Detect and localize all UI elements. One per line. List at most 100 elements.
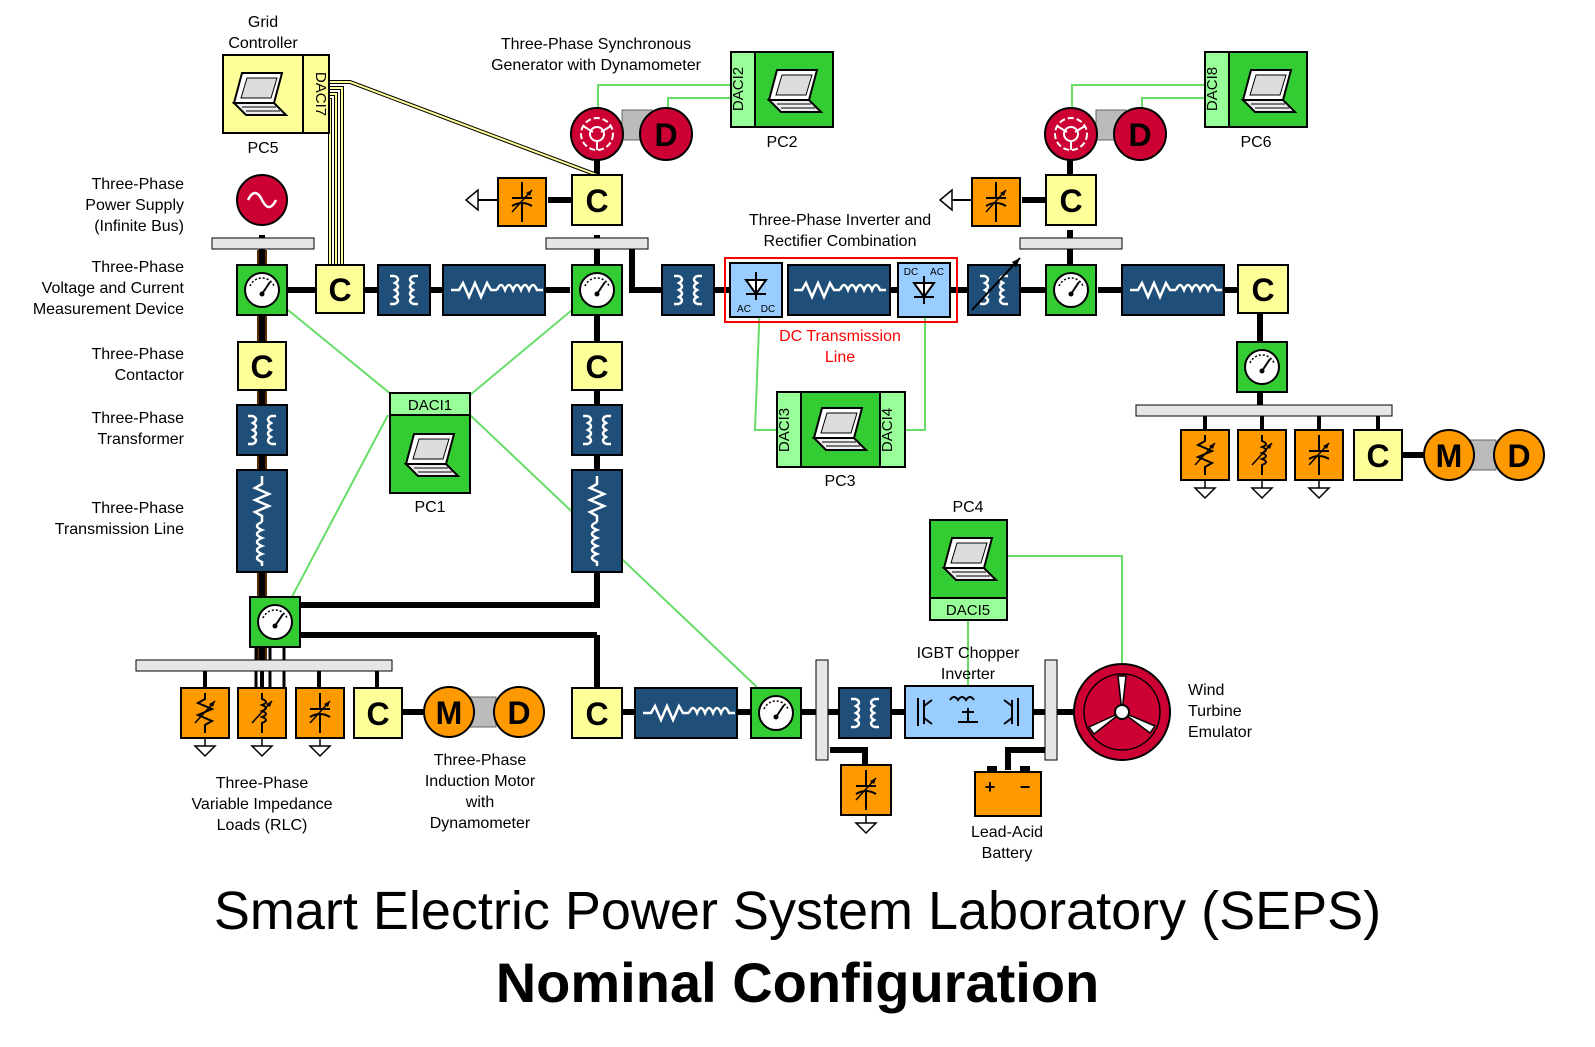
ground-icon: [855, 814, 877, 834]
bus-bars: [135, 237, 1393, 761]
motor-label-1: Three-Phase: [434, 752, 527, 769]
line-left-vertical[interactable]: [236, 469, 288, 573]
seps-diagram: DACI7 Grid Controller PC5 Three-Phase Sy…: [33, 14, 1545, 862]
meter-icon: [579, 272, 615, 308]
load-resistor-right[interactable]: [1180, 429, 1230, 499]
contactor-left-load[interactable]: C: [353, 687, 403, 739]
synchronous-generator-group[interactable]: Three-Phase Synchronous Generator with D…: [491, 36, 834, 161]
pc5-grid-controller[interactable]: DACI7 Grid Controller PC5: [222, 14, 330, 157]
contactor-right-load[interactable]: C: [1353, 429, 1403, 481]
left-bottom-labels: Three-Phase Variable Impedance Loads (RL…: [191, 752, 535, 834]
transformer-mid[interactable]: [571, 404, 623, 456]
pc1-label: PC1: [414, 499, 445, 516]
meter-bottom-mid[interactable]: [750, 687, 802, 739]
contactor-left-mid[interactable]: C: [237, 341, 287, 391]
meter-icon: [244, 272, 280, 308]
meter-left-bottom[interactable]: [249, 596, 301, 648]
inv-rect-label-2: Rectifier Combination: [764, 233, 917, 250]
meter-icon: [257, 604, 293, 640]
meter-left-top[interactable]: [236, 264, 288, 316]
meter-mid-top[interactable]: [571, 264, 623, 316]
motor-label-2: Induction Motor: [425, 773, 536, 790]
power-supply-label-1: Three-Phase: [92, 176, 185, 193]
dynamometer-d-icon: [1113, 107, 1167, 161]
dynamometer-d-letter: D: [654, 117, 677, 153]
sine-icon: [246, 191, 278, 209]
loads-label-2: Variable Impedance: [191, 796, 332, 813]
line-right-top[interactable]: [1121, 264, 1225, 316]
var-cap-top-mid[interactable]: [464, 177, 547, 227]
induction-motor-right[interactable]: M D: [1423, 429, 1545, 481]
generator-rotor-icon: [570, 107, 624, 161]
daci2-label: DACI2: [730, 67, 747, 111]
generator-rotor-icon: [1044, 107, 1098, 161]
inverter-rectifier-group[interactable]: Three-Phase Inverter and Rectifier Combi…: [661, 212, 958, 366]
induction-motor-left[interactable]: M D: [423, 686, 545, 738]
load-capacitor-right[interactable]: [1294, 429, 1344, 499]
page-title: Smart Electric Power System Laboratory (…: [213, 881, 1382, 941]
contactor-bottom-mid[interactable]: C: [571, 687, 623, 739]
meter-icon: [1244, 349, 1280, 385]
contactor-right-top[interactable]: C: [1045, 174, 1097, 226]
ground-icon: [1308, 479, 1330, 499]
line-left-top[interactable]: [442, 264, 546, 316]
pc1-controller[interactable]: DACI1 PC1: [389, 392, 471, 516]
contactor-mid-top[interactable]: C: [571, 174, 623, 226]
var-transformer-right[interactable]: [967, 257, 1021, 316]
igbt-label-1: IGBT Chopper: [917, 645, 1021, 662]
load-inductor-left[interactable]: [237, 687, 287, 757]
wind-turbine-emulator[interactable]: Wind Turbine Emulator: [1073, 663, 1253, 761]
left-labels: Three-Phase Power Supply (Infinite Bus) …: [33, 176, 185, 538]
pc4-label: PC4: [952, 499, 983, 516]
transformer-label-1: Three-Phase: [92, 410, 185, 427]
load-inductor-right[interactable]: [1237, 429, 1287, 499]
pc6-label: PC6: [1240, 134, 1271, 151]
line-mid-vertical[interactable]: [571, 469, 623, 573]
contactor-letter: C: [250, 349, 273, 385]
line-bottom-mid[interactable]: [634, 687, 738, 739]
transformer-left-top[interactable]: [377, 264, 431, 316]
var-cap-top-right[interactable]: [938, 177, 1021, 227]
contactor-letter: C: [1059, 183, 1082, 219]
synch-gen-label-1: Three-Phase Synchronous: [501, 36, 691, 53]
contactor-left-top[interactable]: C: [315, 264, 365, 314]
meter-icon: [758, 695, 794, 731]
transformer-left-mid[interactable]: [236, 404, 288, 456]
contactor-right-end[interactable]: C: [1237, 264, 1289, 314]
meter-right-mid[interactable]: [1236, 341, 1288, 393]
battery[interactable]: + − Lead-Acid Battery: [971, 766, 1043, 862]
contactor-letter: C: [1251, 272, 1274, 308]
transformer-bottom[interactable]: [838, 687, 892, 739]
page-subtitle: Nominal Configuration: [495, 951, 1100, 1014]
ac-label: AC: [737, 304, 751, 315]
transformer-label-2: Transformer: [97, 431, 184, 448]
grid-controller-label-2: Controller: [228, 35, 298, 52]
ac-label: AC: [930, 267, 944, 278]
contactor-mid[interactable]: C: [571, 341, 623, 391]
igbt-label-2: Inverter: [941, 666, 996, 683]
synchronous-generator-group-2[interactable]: D DACI8 PC6: [1044, 51, 1308, 161]
meter-right-top[interactable]: [1045, 264, 1097, 316]
dynamometer-d-letter: D: [507, 695, 530, 731]
power-supply[interactable]: [236, 174, 288, 226]
pc5-label: PC5: [247, 140, 278, 157]
contactor-letter: C: [585, 183, 608, 219]
igbt-inverter[interactable]: IGBT Chopper Inverter: [904, 645, 1034, 739]
daci7-label: DACI7: [312, 72, 329, 116]
meas-device-label-1: Three-Phase: [92, 259, 185, 276]
dynamometer-d-letter: D: [1507, 438, 1530, 474]
dc-line-label-2: Line: [825, 349, 855, 366]
load-resistor-left[interactable]: [180, 687, 230, 757]
daci5-label: DACI5: [946, 602, 990, 619]
load-capacitor-left[interactable]: [295, 687, 345, 757]
capacitor-bottom[interactable]: [840, 764, 892, 834]
battery-label-2: Battery: [982, 845, 1033, 862]
pc3-controller[interactable]: DACI3 DACI4 PC3: [776, 391, 906, 490]
ground-icon: [309, 737, 331, 757]
daci8-label: DACI8: [1204, 67, 1221, 111]
plus-sign: +: [985, 777, 996, 797]
dc-label: DC: [761, 304, 775, 315]
contactor-letter: C: [585, 696, 608, 732]
motor-m-letter: M: [1436, 438, 1463, 474]
pc4-controller[interactable]: PC4 DACI5: [929, 499, 1008, 621]
